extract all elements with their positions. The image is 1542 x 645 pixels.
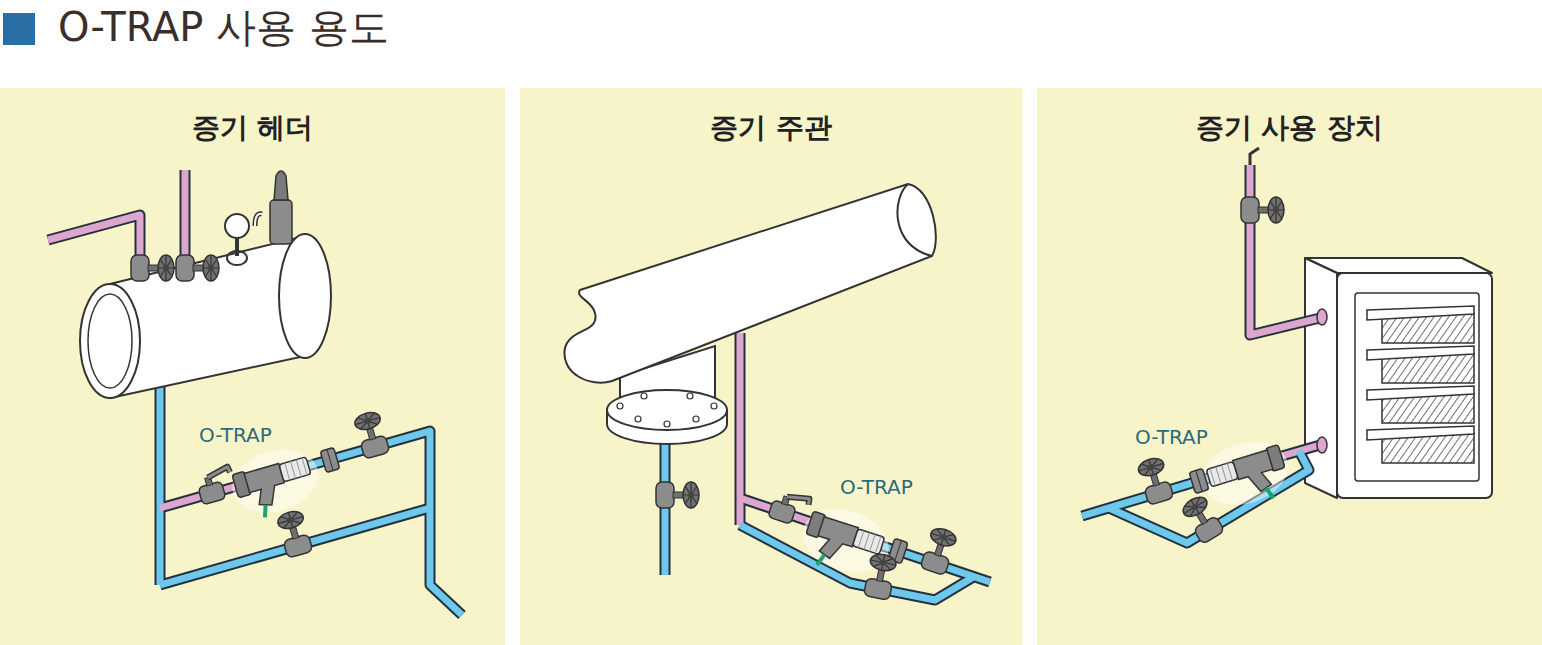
product-label: O-TRAP [197, 424, 274, 446]
steam-equipment-illustration [1037, 88, 1542, 645]
title-square [0, 10, 40, 50]
product-label: O-TRAP [838, 476, 915, 498]
panel-heading: 증기 사용 장치 [1037, 110, 1542, 145]
application-panel: 증기 주관 O-TRAP [520, 88, 1022, 645]
steam-main-illustration [520, 88, 1022, 645]
panel-heading: 증기 주관 [520, 110, 1022, 145]
steam-header-illustration [0, 88, 505, 645]
product-label: O-TRAP [1133, 426, 1210, 448]
panel-heading: 증기 헤더 [0, 110, 505, 145]
application-panel: 증기 사용 장치 O-TRAP [1037, 88, 1542, 645]
page-title: O-TRAP 사용 용도 [58, 3, 389, 51]
application-panel: 증기 헤더 O-TRAP [0, 88, 505, 645]
